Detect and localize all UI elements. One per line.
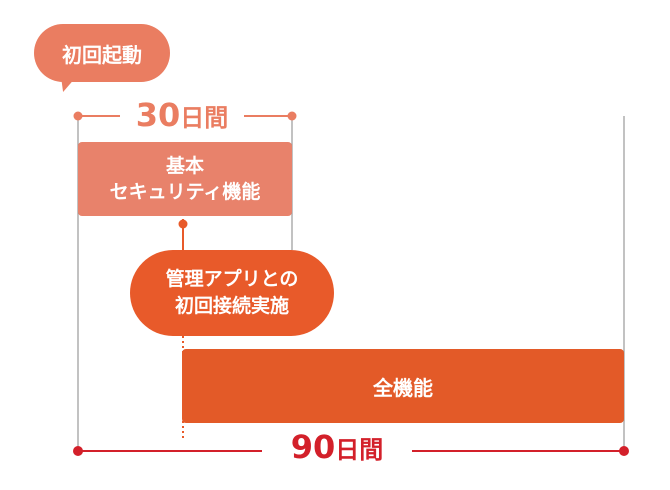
full-features-label: 全機能 bbox=[373, 375, 433, 400]
basic-features-line1: 基本 bbox=[165, 155, 204, 177]
connection-pointer-dot bbox=[178, 219, 188, 229]
trial-period-label: 30 日間 bbox=[120, 96, 244, 136]
period-90-end-dot bbox=[619, 446, 629, 456]
trial-period-number: 30 bbox=[135, 96, 181, 134]
period-30-start-dot bbox=[73, 111, 83, 121]
period-90-start-dot bbox=[73, 446, 83, 456]
management-app-line1: 管理アプリとの bbox=[165, 268, 299, 290]
first-launch-label: 初回起動 bbox=[62, 42, 142, 67]
first-launch-bubble: 初回起動 bbox=[34, 24, 170, 82]
management-app-bubble: 管理アプリとの 初回接続実施 bbox=[130, 250, 334, 336]
basic-features-line2: セキュリティ機能 bbox=[109, 181, 261, 203]
period-30-end-dot bbox=[287, 111, 297, 121]
trial-period-unit: 日間 bbox=[180, 104, 229, 132]
management-app-line2: 初回接続実施 bbox=[174, 295, 289, 317]
full-period-label: 90 日間 bbox=[262, 428, 412, 468]
full-features-box: 全機能 bbox=[182, 349, 624, 423]
full-period-unit: 日間 bbox=[335, 436, 384, 464]
full-period-number: 90 bbox=[290, 428, 336, 466]
basic-features-box: 基本 セキュリティ機能 bbox=[78, 142, 292, 216]
